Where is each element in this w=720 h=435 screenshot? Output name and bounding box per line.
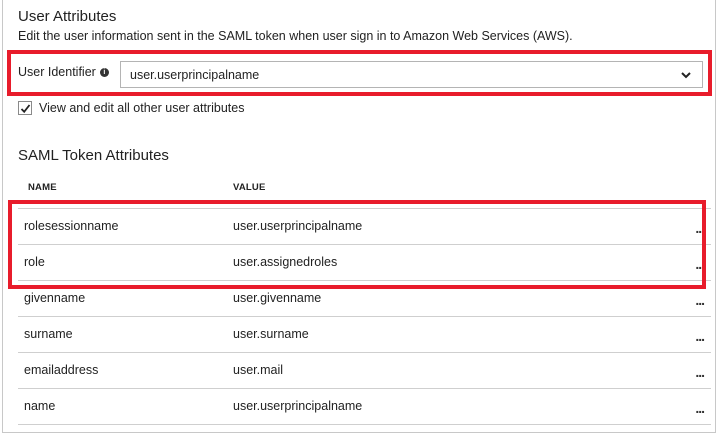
checkmark-icon [20,103,30,113]
user-identifier-label: User Identifier i [18,65,109,79]
more-options-icon[interactable]: ... [695,292,705,308]
table-row[interactable]: emailaddress user.mail ... [18,352,711,388]
view-edit-attributes-row[interactable]: View and edit all other user attributes [18,101,244,115]
view-edit-attributes-checkbox[interactable] [18,101,32,115]
attribute-value: user.userprincipalname [233,219,363,233]
more-options-icon[interactable]: ... [695,220,705,236]
more-options-icon[interactable]: ... [695,256,705,272]
column-header-value: VALUE [233,182,266,193]
attribute-name: role [24,255,45,269]
user-attributes-description: Edit the user information sent in the SA… [18,29,573,43]
table-row[interactable]: surname user.surname ... [18,316,711,352]
table-row[interactable]: role user.assignedroles ... [18,244,711,280]
attribute-value: user.givenname [233,291,322,305]
attribute-name: emailaddress [24,363,99,377]
chevron-down-icon [681,71,691,78]
table-row[interactable]: givenname user.givenname ... [18,280,711,316]
user-identifier-dropdown[interactable]: user.userprincipalname [120,61,703,88]
saml-token-attributes-title: SAML Token Attributes [18,147,169,164]
more-options-icon[interactable]: ... [695,400,705,416]
view-edit-attributes-label: View and edit all other user attributes [39,101,245,115]
highlight-box-user-identifier [7,50,712,96]
attribute-name: rolesessionname [24,219,119,233]
user-identifier-value: user.userprincipalname [130,67,260,82]
column-header-name: NAME [28,182,57,193]
attribute-name: surname [24,327,73,341]
attribute-name: name [24,399,56,413]
attribute-value: user.userprincipalname [233,399,363,413]
attribute-value: user.mail [233,363,284,377]
user-identifier-label-text: User Identifier [18,65,96,79]
highlight-box-role-rows [8,200,706,289]
saml-attributes-table: rolesessionname user.userprincipalname .… [18,208,711,425]
table-row[interactable]: rolesessionname user.userprincipalname .… [18,208,711,244]
attribute-value: user.assignedroles [233,255,338,269]
info-icon[interactable]: i [99,67,109,77]
user-attributes-title: User Attributes [18,8,117,25]
more-options-icon[interactable]: ... [695,364,705,380]
more-options-icon[interactable]: ... [695,328,705,344]
table-row[interactable]: name user.userprincipalname ... [18,388,711,425]
attribute-name: givenname [24,291,86,305]
attribute-value: user.surname [233,327,309,341]
